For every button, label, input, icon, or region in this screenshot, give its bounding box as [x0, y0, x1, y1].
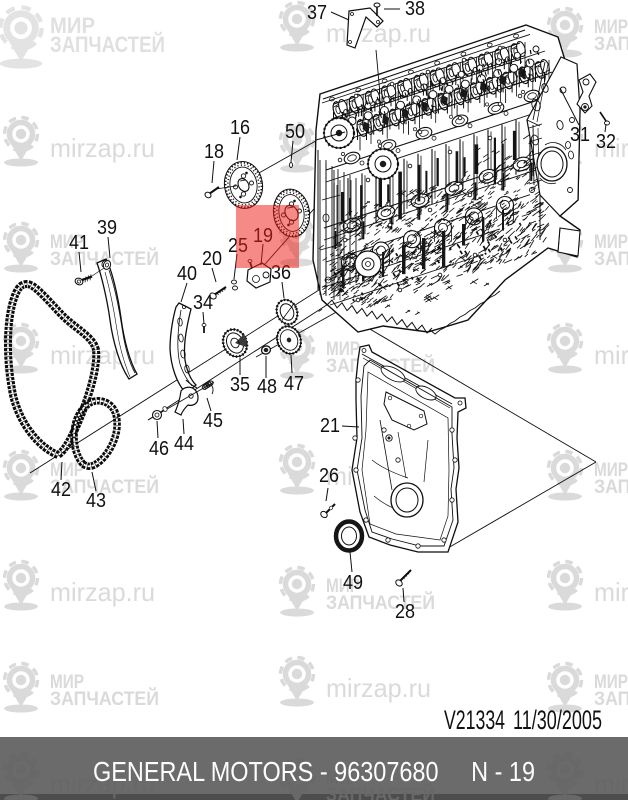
svg-text:mirzap.ru: mirzap.ru [50, 340, 155, 370]
svg-text:МИР: МИР [50, 672, 84, 693]
svg-text:МИР: МИР [326, 339, 360, 360]
svg-text:mirzap.ru: mirzap.ru [50, 577, 155, 607]
svg-text:45: 45 [203, 410, 223, 432]
svg-text:50: 50 [285, 121, 305, 143]
svg-text:18: 18 [204, 141, 224, 163]
svg-text:mirzap.ru: mirzap.ru [50, 769, 155, 799]
svg-text:МИР: МИР [594, 672, 628, 693]
svg-text:21: 21 [320, 415, 340, 437]
svg-text:mirzap.ru: mirzap.ru [594, 340, 628, 370]
svg-text:МИР: МИР [50, 460, 84, 481]
svg-text:20: 20 [202, 248, 222, 270]
svg-text:МИР: МИР [594, 460, 628, 481]
svg-text:38: 38 [405, 0, 425, 20]
svg-text:28: 28 [395, 601, 415, 623]
svg-text:ЗАПЧАСТЕЙ: ЗАПЧАСТЕЙ [50, 688, 159, 710]
svg-text:GENERAL MOTORS - 96307680: GENERAL MOTORS - 96307680 N - 19 [93, 756, 535, 787]
svg-text:mirzap.ru: mirzap.ru [594, 577, 628, 607]
svg-text:МИР: МИР [594, 17, 628, 38]
svg-text:46: 46 [149, 438, 169, 460]
svg-text:ЗАПЧАСТЕЙ: ЗАПЧАСТЕЙ [594, 33, 628, 55]
svg-text:11/30/2005: 11/30/2005 [513, 705, 602, 735]
svg-text:16: 16 [230, 117, 250, 139]
svg-text:ЗАПЧАСТЕЙ: ЗАПЧАСТЕЙ [594, 248, 628, 270]
svg-text:ЗАПЧАСТЕЙ: ЗАПЧАСТЕЙ [594, 476, 628, 498]
svg-text:41: 41 [69, 232, 89, 254]
svg-text:49: 49 [343, 572, 363, 594]
svg-text:mirzap.ru: mirzap.ru [50, 133, 155, 163]
svg-text:ЗАПЧАСТЕЙ: ЗАПЧАСТЕЙ [50, 476, 159, 498]
svg-text:mirzap.ru: mirzap.ru [594, 133, 628, 163]
svg-text:40: 40 [177, 263, 197, 285]
svg-text:35: 35 [230, 374, 250, 396]
svg-text:43: 43 [86, 490, 106, 512]
svg-text:V21334: V21334 [444, 705, 505, 735]
svg-text:МИР: МИР [326, 768, 360, 789]
svg-text:26: 26 [319, 465, 339, 487]
svg-text:42: 42 [51, 479, 71, 501]
svg-text:МИР: МИР [50, 13, 95, 38]
svg-text:ЗАПЧАСТЕЙ: ЗАПЧАСТЕЙ [594, 688, 628, 710]
svg-text:37: 37 [307, 2, 327, 24]
svg-text:МИР: МИР [50, 232, 84, 253]
svg-text:МИР: МИР [594, 232, 628, 253]
svg-text:МИР: МИР [326, 576, 360, 597]
svg-text:47: 47 [284, 373, 304, 395]
svg-text:ЗАПЧАСТЕЙ: ЗАПЧАСТЕЙ [326, 592, 435, 614]
svg-text:34: 34 [193, 292, 213, 314]
svg-text:31: 31 [570, 124, 590, 146]
svg-text:mirzap.ru: mirzap.ru [594, 769, 628, 799]
svg-text:39: 39 [97, 217, 117, 239]
svg-text:ЗАПЧАСТЕЙ: ЗАПЧАСТЕЙ [50, 32, 165, 57]
svg-text:32: 32 [596, 131, 616, 153]
svg-text:48: 48 [257, 376, 277, 398]
svg-text:ЗАПЧАСТЕЙ: ЗАПЧАСТЕЙ [326, 784, 435, 800]
svg-text:44: 44 [174, 433, 194, 455]
svg-text:mirzap.ru: mirzap.ru [326, 673, 431, 703]
